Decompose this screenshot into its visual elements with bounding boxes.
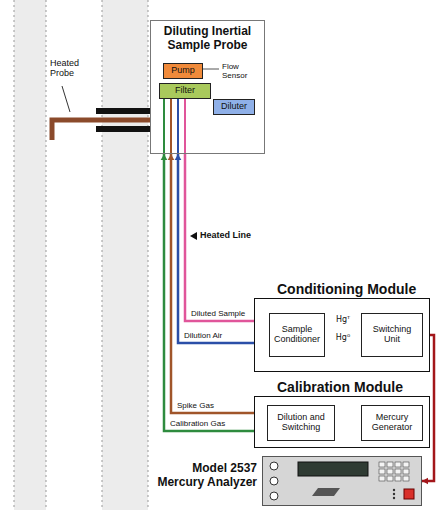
gas-line [184, 98, 186, 154]
process-box: Switching Unit [361, 313, 423, 357]
flange [96, 108, 152, 114]
module-box: Calibration ModuleDilution and Switching… [254, 396, 430, 448]
arrow-head [175, 154, 182, 160]
process-box: Mercury Generator [361, 405, 423, 441]
edge-label: Hgᵀ [335, 316, 351, 325]
node-label: Pump [171, 66, 195, 76]
edge-label: Dilution Air [183, 332, 223, 341]
stack-edge [148, 0, 149, 510]
heading: Conditioning Module [277, 281, 416, 297]
process-box: Sample Conditioner [269, 313, 325, 357]
leader-line [62, 86, 70, 112]
gas-line [163, 98, 165, 154]
heated-probe-tube [52, 120, 150, 140]
knob [270, 492, 278, 500]
node-label: Filter [175, 86, 195, 96]
knob [270, 462, 278, 470]
edge-label: Calibration Gas [169, 420, 226, 429]
heading: Model 2537 Mercury Analyzer [151, 461, 257, 490]
analyzer-body [262, 456, 422, 506]
edge-label: Diluted Sample [190, 310, 246, 319]
filter-box: Filter [159, 83, 211, 99]
stack-wall [14, 0, 46, 510]
display [298, 462, 368, 476]
node-label: Mercury Generator [364, 413, 420, 433]
process-box: Dilution and Switching [267, 405, 335, 441]
stack-edge [102, 0, 103, 510]
diluter-box: Diluter [213, 99, 255, 115]
edge-label: Spike Gas [176, 402, 215, 411]
arrow-head [168, 154, 175, 160]
node-label: Sample Conditioner [272, 325, 322, 345]
node-label: Dilution and Switching [270, 413, 332, 433]
keypad [378, 461, 410, 482]
heading: Diluting Inertial Sample Probe [151, 21, 264, 53]
heated-line-arrow [190, 232, 197, 240]
logo [312, 488, 340, 496]
connector [185, 154, 269, 321]
gas-line [177, 98, 179, 154]
indicator [393, 489, 395, 491]
analyzer-box: Model 2537 Mercury Analyzer [262, 456, 422, 506]
stack-edge [14, 0, 15, 510]
probe-housing [150, 20, 265, 154]
connector [164, 154, 267, 431]
arrow-head [422, 478, 428, 485]
power-button [404, 489, 414, 499]
knob [270, 477, 278, 485]
edge-label: Hg⁰ [335, 334, 351, 343]
node-label: Diluter [221, 102, 247, 112]
sensor-line [203, 69, 219, 70]
probe-label: Heated Probe [50, 58, 94, 79]
indicator [393, 493, 395, 495]
flange [96, 126, 152, 132]
stack-wall [102, 0, 148, 510]
pump-box: Pump [163, 63, 203, 79]
connector [171, 154, 267, 413]
gas-line [170, 98, 172, 154]
heading: Calibration Module [277, 379, 403, 395]
probe-box: Diluting Inertial Sample ProbePumpFilter… [150, 20, 265, 154]
line-label: Heated Line [200, 230, 270, 240]
node-label: Switching Unit [364, 325, 420, 345]
indicator [393, 497, 395, 499]
sensor-label: Flow Sensor [222, 62, 266, 80]
stack-edge [46, 0, 47, 510]
arrow-head [161, 154, 168, 160]
